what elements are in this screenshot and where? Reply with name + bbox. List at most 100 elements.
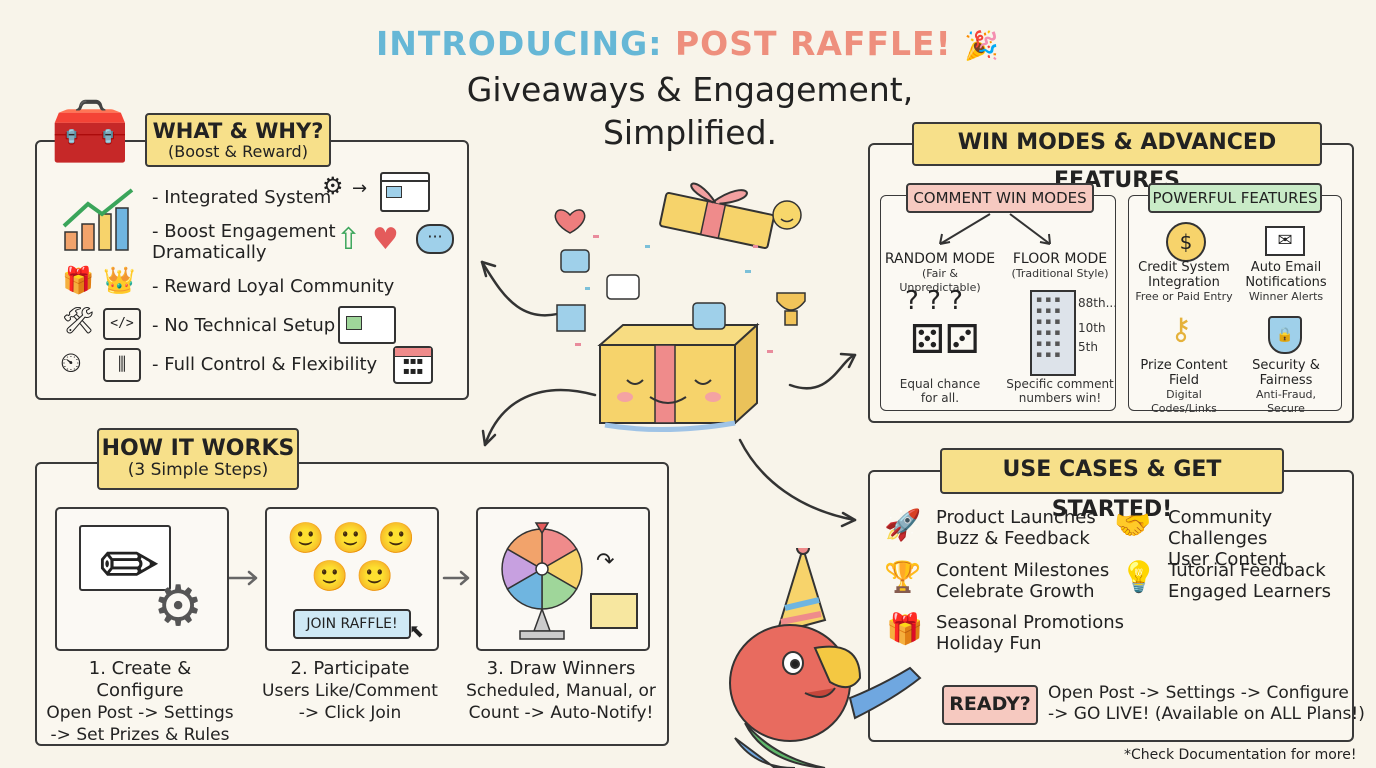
how-it-works-subtitle: (3 Simple Steps): [127, 460, 269, 481]
use-case-1-title: Product Launches: [936, 507, 1096, 528]
code-icon: </>: [103, 308, 141, 340]
split-arrows: [939, 213, 1051, 245]
treasure-chest-icon: 🧰: [50, 95, 130, 169]
parrot-mascot: [729, 548, 922, 768]
feature-security-title-1: Security &: [1252, 358, 1320, 373]
use-case-3: Content Milestones Celebrate Growth: [936, 560, 1109, 602]
step-2-line-1: Users Like/Comment: [262, 681, 438, 701]
comment-win-modes-heading: COMMENT WIN MODES: [906, 183, 1094, 213]
use-case-5-title: Seasonal Promotions: [936, 612, 1125, 633]
random-mode-subtitle: (Fair & Unpredictable): [899, 267, 981, 294]
sliders-icon: ⫼: [103, 348, 141, 382]
step-3-text: 3. Draw Winners Scheduled, Manual, or Co…: [463, 658, 659, 724]
key-icon: ⚷: [1170, 312, 1192, 347]
rocket-icon: 🚀: [884, 508, 922, 543]
question-marks-icon: ? ? ?: [905, 286, 963, 316]
feature-credit: Credit System Integration Free or Paid E…: [1134, 260, 1234, 304]
use-case-1-desc: Buzz & Feedback: [936, 528, 1090, 549]
email-icon: ✉: [1265, 226, 1305, 256]
step-2-text: 2. Participate Users Like/Comment -> Cli…: [255, 658, 445, 724]
floor-mode-desc-1: Specific comment: [1006, 377, 1114, 391]
feature-security-desc: Anti-Fraud, Secure: [1255, 388, 1317, 415]
party-popper-icon: 🎉: [964, 29, 1000, 62]
step-2-card: 🙂🙂🙂 🙂🙂 JOIN RAFFLE! ⬉: [265, 507, 439, 651]
growth-chart-icon: [60, 186, 140, 260]
step-1-title: 1. Create & Configure: [88, 658, 192, 701]
step-3-title: 3. Draw Winners: [486, 658, 636, 679]
floor-label-1: 88th...: [1078, 296, 1118, 310]
use-case-2-desc: User Content: [1168, 549, 1287, 570]
feature-credit-title-1: Credit System: [1138, 260, 1230, 275]
main-title: INTRODUCING: POST RAFFLE! 🎉: [0, 24, 1376, 63]
envelope-icon: [590, 593, 638, 629]
coin-icon: $: [1166, 222, 1206, 262]
step-1-line-1: Open Post -> Settings: [46, 703, 234, 723]
arrow-to-use-cases: [738, 438, 857, 522]
what-why-item-5: - Full Control & Flexibility: [152, 354, 378, 375]
join-raffle-button[interactable]: JOIN RAFFLE!: [293, 609, 411, 639]
use-case-4-title: Tutorial Feedback: [1168, 560, 1326, 581]
use-case-1: Product Launches Buzz & Feedback: [936, 507, 1096, 549]
trophy-icon: 🏆: [884, 560, 922, 595]
step-2-line-2: -> Click Join: [298, 703, 402, 723]
what-why-heading: WHAT & WHY? (Boost & Reward): [145, 113, 331, 167]
arrow-to-win-modes: [788, 353, 857, 390]
lightbulb-icon: 💡: [1120, 560, 1158, 595]
how-it-works-title: HOW IT WORKS: [101, 436, 295, 461]
step-2-title: 2. Participate: [290, 658, 410, 679]
ready-line-1: Open Post -> Settings -> Configure: [1048, 683, 1349, 703]
calendar-icon: ▪▪▪▪▪▪: [393, 346, 433, 384]
feature-prize-desc: Digital Codes/Links: [1151, 388, 1217, 415]
what-why-item-4: - No Technical Setup: [152, 315, 336, 336]
powerful-features-panel: [1128, 195, 1342, 411]
gauge-icon: ⏲: [60, 346, 82, 379]
page-layout-icon: [338, 306, 396, 344]
powerful-features-heading: POWERFUL FEATURES: [1148, 183, 1322, 213]
subtitle: Giveaways & Engagement, Simplified.: [420, 68, 960, 154]
heart-icon: ♥: [372, 222, 399, 257]
use-case-5: Seasonal Promotions Holiday Fun: [936, 612, 1124, 654]
arrow-to-what-why: [480, 260, 572, 317]
use-case-5-desc: Holiday Fun: [936, 633, 1042, 654]
title-prefix: INTRODUCING:: [375, 24, 663, 63]
step-1-card: ✏ ⚙: [55, 507, 229, 651]
feature-email-desc: Winner Alerts: [1248, 290, 1324, 303]
floor-mode-desc: Specific comment numbers win!: [1002, 377, 1118, 405]
tools-icon: 🛠: [62, 306, 96, 336]
step-1-line-2: -> Set Prizes & Rules: [50, 725, 230, 745]
use-cases-heading: USE CASES & GET STARTED!: [940, 448, 1284, 522]
floor-mode-title: FLOOR MODE: [1012, 251, 1108, 267]
prize-wheel-icon: [501, 522, 583, 640]
random-mode-desc-2: for all.: [920, 391, 960, 405]
feature-credit-desc: Free or Paid Entry: [1135, 290, 1233, 303]
gear-icon: ⚙: [153, 574, 204, 639]
use-case-3-desc: Celebrate Growth: [936, 581, 1095, 602]
footnote: *Check Documentation for more!: [1124, 747, 1357, 763]
feature-credit-title-2: Integration: [1148, 275, 1220, 290]
feature-email-title-1: Auto Email: [1250, 260, 1322, 275]
step-1-text: 1. Create & Configure Open Post -> Setti…: [45, 658, 235, 746]
feature-prize: Prize Content Field Digital Codes/Links: [1134, 358, 1234, 416]
what-why-title: WHAT & WHY?: [152, 119, 324, 143]
what-why-subtitle: (Boost & Reward): [168, 142, 308, 162]
random-mode-title: RANDOM MODE: [884, 251, 996, 267]
building-icon: ▪▪▪▪▪▪▪▪▪▪▪▪▪▪▪▪▪▪: [1030, 290, 1076, 376]
how-it-works-heading: HOW IT WORKS (3 Simple Steps): [97, 428, 299, 490]
floor-mode-desc-2: numbers win!: [1018, 391, 1102, 405]
dice-icon: ⚄⚂: [910, 317, 980, 363]
random-mode-desc: Equal chance for all.: [882, 377, 998, 405]
use-case-2: Community Challenges User Content: [1168, 507, 1376, 570]
chat-bubble-icon: ···: [416, 224, 454, 254]
browser-window-icon: [79, 525, 171, 591]
floor-label-2: 10th: [1078, 321, 1106, 335]
step-3-card: ↷: [476, 507, 650, 651]
feature-security: Security & Fairness Anti-Fraud, Secure: [1236, 358, 1336, 416]
gift-icon: 🎁: [62, 266, 95, 296]
subtitle-line-1: Giveaways & Engagement,: [466, 70, 914, 109]
ready-badge: READY?: [942, 685, 1038, 725]
cursor-icon: ⬉: [409, 621, 425, 642]
shield-lock-icon: 🔒: [1268, 316, 1302, 354]
gift-icon: 🎁: [886, 612, 924, 647]
step-arrow-2: [442, 570, 470, 586]
use-case-3-title: Content Milestones: [936, 560, 1110, 581]
